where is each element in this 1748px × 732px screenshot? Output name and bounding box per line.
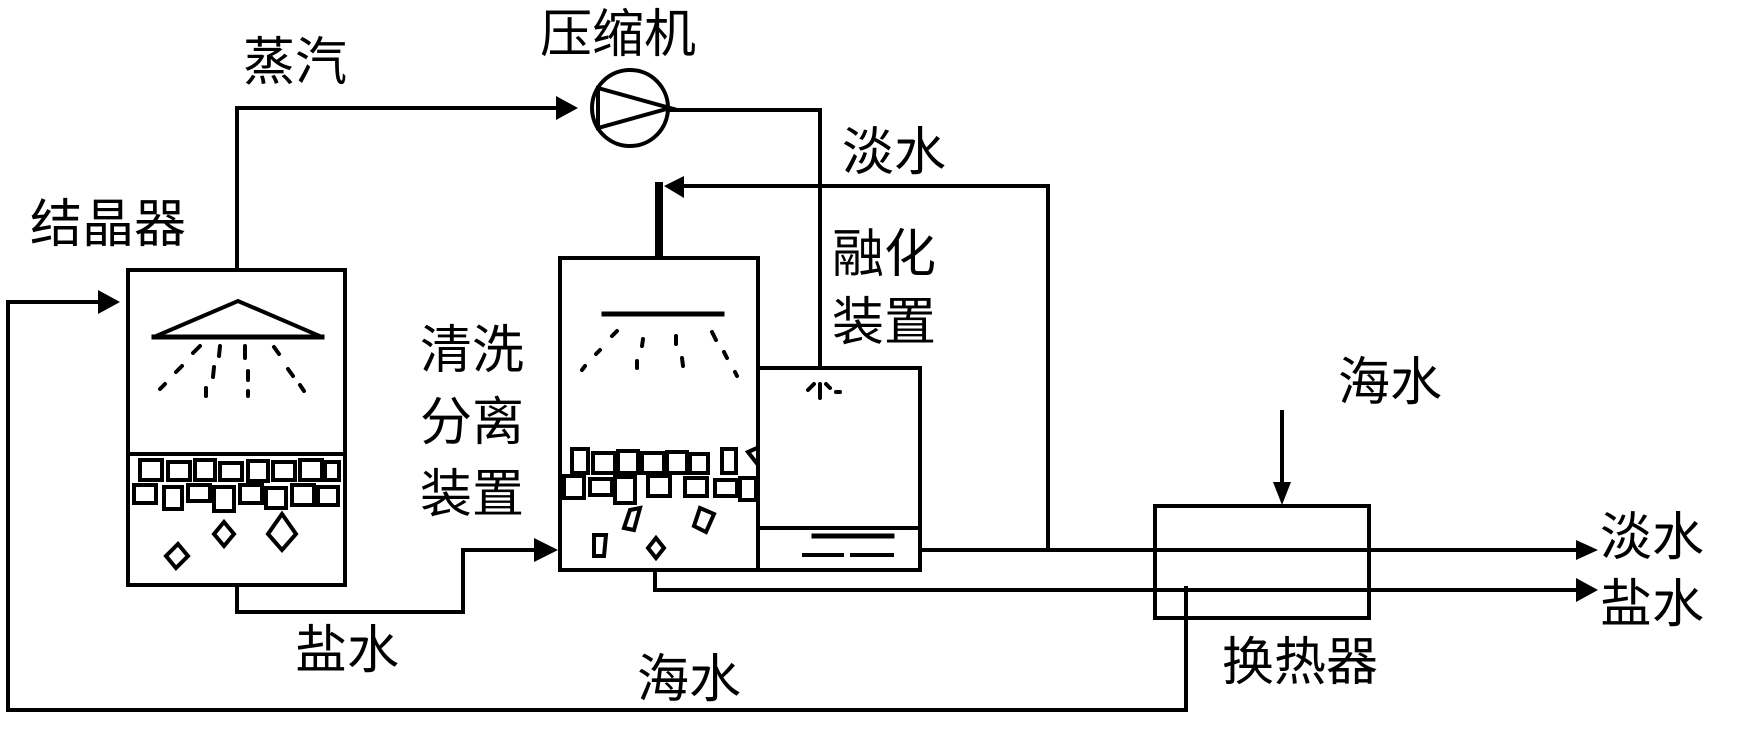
washing-separator-vessel bbox=[558, 256, 831, 572]
seawater-feed-line bbox=[6, 290, 1188, 712]
arrow-icon bbox=[1576, 540, 1598, 560]
steam-line bbox=[235, 96, 578, 272]
arrow-icon bbox=[556, 96, 578, 120]
compressed-steam-line bbox=[666, 108, 822, 370]
label-steam: 蒸汽 bbox=[243, 33, 347, 93]
label-washing-separator-2: 分离 bbox=[420, 393, 524, 453]
arrow-icon bbox=[1273, 482, 1291, 505]
label-brine-out: 盐水 bbox=[1600, 575, 1704, 635]
heat-exchanger bbox=[1153, 410, 1371, 620]
label-washing-separator-3: 装置 bbox=[420, 465, 524, 525]
label-crystallizer: 结晶器 bbox=[30, 195, 186, 255]
melting-device-vessel bbox=[756, 366, 922, 572]
label-fresh-water-out: 淡水 bbox=[1600, 508, 1704, 568]
arrow-icon bbox=[534, 538, 558, 562]
fresh-water-output-line bbox=[918, 540, 1598, 560]
arrow-icon bbox=[1576, 578, 1598, 602]
label-fresh-water-top: 淡水 bbox=[842, 123, 946, 183]
label-seawater-in: 海水 bbox=[1338, 353, 1442, 413]
label-seawater-bottom: 海水 bbox=[637, 650, 741, 710]
crystallizer-vessel bbox=[126, 268, 347, 587]
brine-line bbox=[235, 538, 558, 614]
label-melting-device-1: 融化 bbox=[832, 225, 936, 285]
label-brine-bottom: 盐水 bbox=[295, 621, 399, 681]
brine-output-line bbox=[653, 568, 1598, 602]
label-melting-device-2: 装置 bbox=[832, 293, 936, 353]
arrow-icon bbox=[98, 290, 120, 314]
label-washing-separator-1: 清洗 bbox=[420, 321, 524, 381]
label-heat-exchanger: 换热器 bbox=[1222, 633, 1378, 693]
compressor bbox=[590, 68, 678, 148]
label-compressor: 压缩机 bbox=[540, 5, 696, 65]
arrow-icon bbox=[664, 176, 684, 198]
